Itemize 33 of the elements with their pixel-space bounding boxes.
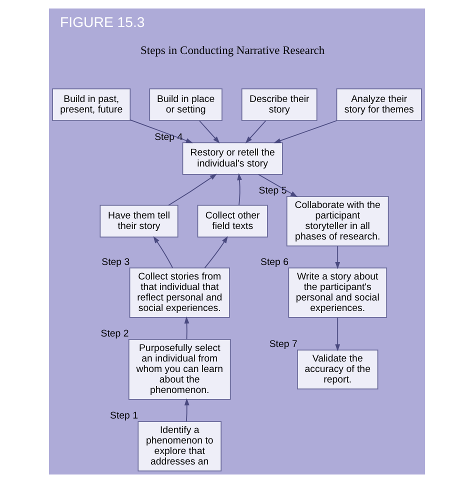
node-label: Step 7: [269, 339, 298, 350]
node-box: Have them tell their story: [100, 204, 178, 238]
arrow: [153, 236, 174, 268]
node-label: Step 3: [102, 257, 130, 268]
node-box: Build in past, present, future: [52, 88, 131, 122]
node-box: Collect other field texts: [197, 204, 268, 238]
node-label: Step 6: [260, 257, 289, 268]
node-box: Write a story about the participant's personal and social experiences.: [288, 268, 388, 318]
node-box: Analyze their story for themes: [336, 88, 422, 122]
node-box: Purposefully select an individual from whom you can learn about the phenomenon.: [128, 339, 231, 400]
arrow: [274, 120, 338, 144]
node-box: Build in place or setting: [149, 88, 222, 122]
arrow: [258, 174, 298, 198]
arrow: [237, 173, 242, 206]
label: Steps in Conducting Narrative Research: [140, 44, 325, 57]
node-box: Collect stories from that individual that reflect personal and social experiences.: [129, 268, 230, 318]
node-box: Describe their story: [241, 88, 318, 122]
arrow: [168, 174, 217, 206]
arrow: [184, 398, 190, 422]
arrow: [198, 120, 220, 144]
arrow: [204, 236, 228, 268]
node-label: Step 1: [110, 410, 138, 422]
arrow: [130, 120, 194, 144]
node-box: Restory or retell the individual's story: [182, 142, 283, 175]
arrow: [184, 316, 190, 340]
node-label: Step 2: [100, 328, 129, 340]
arrow: [245, 120, 266, 144]
node-box: Validate the accuracy of the report.: [297, 350, 378, 390]
node-box: Identify a phenomenon to explore that addresses an: [138, 421, 222, 472]
arrow: [335, 317, 340, 352]
node-box: Collaborate with the participant storyteller in all phases of research.: [286, 196, 389, 246]
arrow: [335, 246, 340, 270]
diagram-title: FIGURE 15.3: [60, 14, 145, 30]
